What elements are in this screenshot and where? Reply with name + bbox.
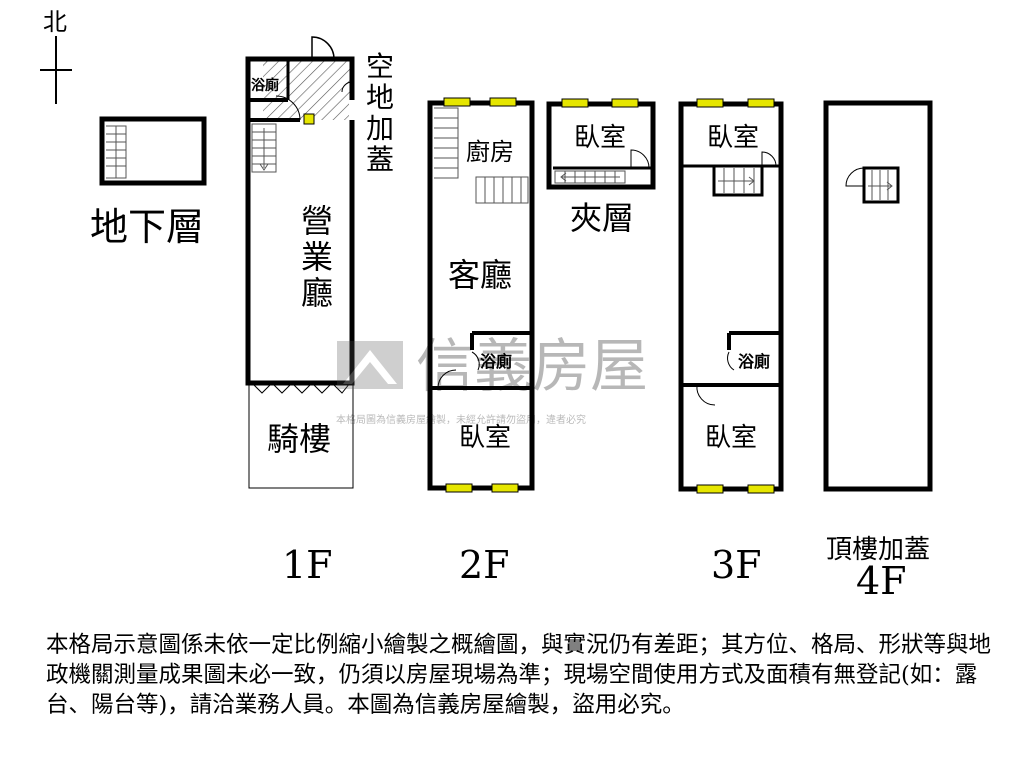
f4-stairs-icon <box>868 170 893 200</box>
f3-stairs-icon <box>718 168 755 193</box>
basement-plan <box>99 116 207 186</box>
f2-window-icon <box>491 483 519 493</box>
f1-hall-label: 營業廳 <box>301 202 333 312</box>
mezzanine-window-icon <box>611 98 639 108</box>
f1-window-icon <box>303 113 315 125</box>
f1-plan <box>245 36 355 489</box>
mezzanine-bedroom-label: 臥室 <box>574 123 626 153</box>
f3-window-icon <box>747 98 775 108</box>
f2-window-icon <box>445 483 473 493</box>
watermark-notice: 本格局圖為信義房屋繪製，未經允許請勿盜用，違者必究 <box>336 413 586 426</box>
mezzanine-stairs-icon <box>554 170 626 184</box>
brand-logo-icon <box>337 341 403 389</box>
f3-bedroom-top-label: 臥室 <box>707 123 759 153</box>
f2-kitchen-label: 廚房 <box>466 138 514 166</box>
f2-plan <box>427 97 535 493</box>
f4-plan <box>823 100 933 492</box>
mezzanine-plan <box>546 98 656 190</box>
f3-bedroom-bottom-label: 臥室 <box>705 423 757 453</box>
f1-extension-label: 空地加蓋 <box>366 50 394 176</box>
f2-bedroom-label: 臥室 <box>459 423 511 453</box>
disclaimer-text: 本格局示意圖係未依一定比例縮小繪製之概繪圖，與實況仍有差距；其方位、格局、形狀等… <box>46 632 992 718</box>
floor-plan: 北 地下層 浴廁 營業廳 騎樓 空地加蓋 <box>40 8 933 603</box>
f4-floor-label-line1: 頂樓加蓋 <box>826 535 930 565</box>
f3-floor-label: 3F <box>711 543 762 587</box>
mezzanine-label: 夾層 <box>570 199 634 237</box>
f3-plan <box>678 98 784 494</box>
basement-label: 地下層 <box>90 205 204 249</box>
arcade-shutter-icon <box>251 382 351 394</box>
f1-floor-label: 1F <box>282 543 333 587</box>
basement-stairs-icon <box>106 125 127 179</box>
f1-bath-label: 浴廁 <box>251 77 279 94</box>
f2-window-icon <box>443 97 471 107</box>
f2-floor-label: 2F <box>459 543 510 587</box>
f2-living-label: 客廳 <box>448 256 512 294</box>
f1-stairs-icon <box>251 123 277 173</box>
north-arrow-icon <box>40 36 72 104</box>
compass-label: 北 <box>43 8 67 36</box>
f1-arcade-label: 騎樓 <box>267 420 331 458</box>
f3-bath-label: 浴廁 <box>738 352 770 371</box>
mezzanine-window-icon <box>561 98 589 108</box>
f4-floor-label-line2: 4F <box>856 559 907 603</box>
f3-window-icon <box>747 484 775 494</box>
watermark: 信義房屋 本格局圖為信義房屋繪製，未經允許請勿盜用，違者必究 <box>336 332 648 426</box>
f2-bath-label: 浴廁 <box>480 352 512 371</box>
f3-window-icon <box>696 98 724 108</box>
f3-window-icon <box>696 484 724 494</box>
watermark-brand: 信義房屋 <box>416 332 648 400</box>
f2-window-icon <box>489 97 517 107</box>
f2-stairs-icon <box>434 107 529 204</box>
f1-entry-door-icon <box>311 36 335 60</box>
